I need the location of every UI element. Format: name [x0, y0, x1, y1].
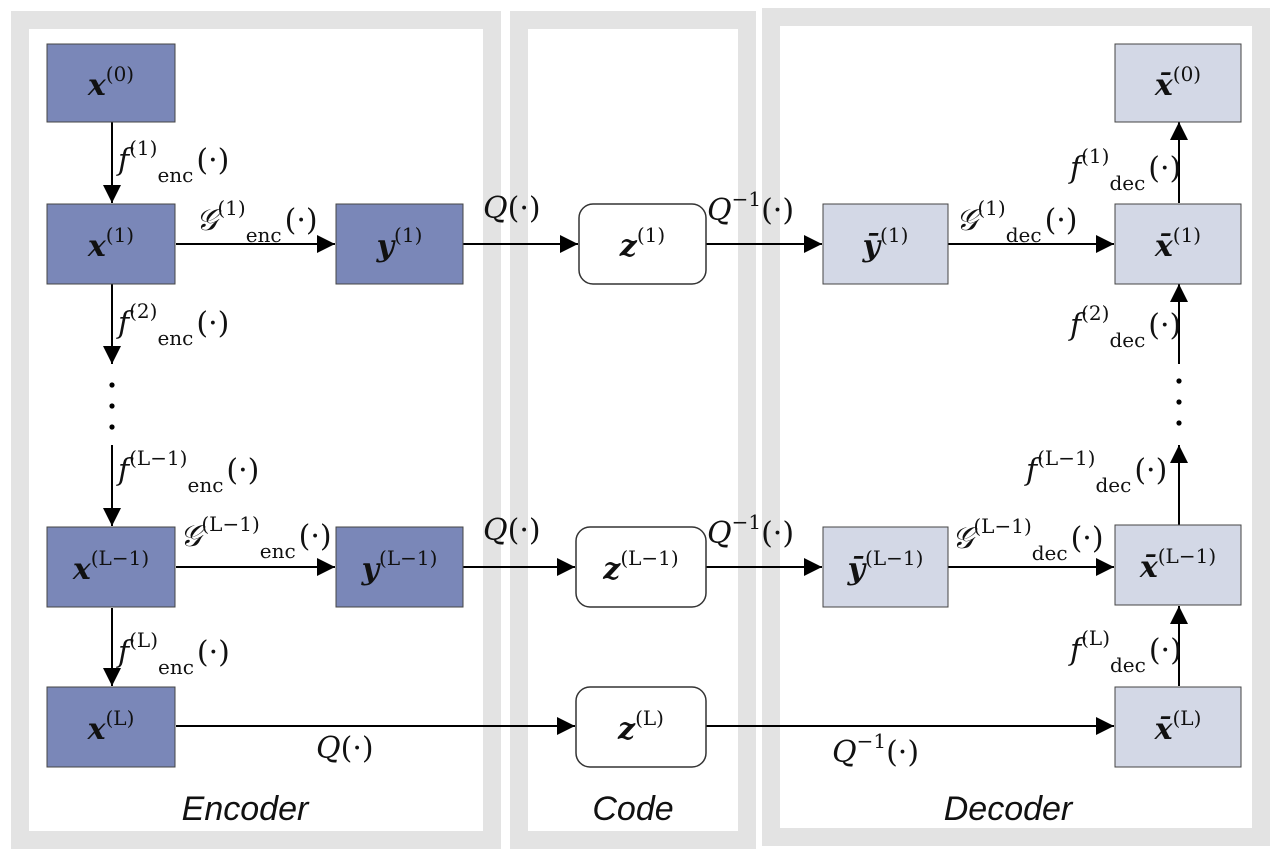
node-label-x1: x(1) [87, 223, 134, 264]
encoder-ellipsis [109, 382, 115, 430]
encoder-title: Encoder [182, 790, 310, 828]
node-label-xLm1: x(L−1) [72, 546, 149, 587]
node-label-z1: z(1) [619, 223, 665, 264]
node-zL: z(L) [575, 686, 707, 768]
node-xbar0: x̄(0) [1114, 43, 1242, 123]
node-xL: x(L) [46, 686, 176, 768]
node-label-y1: y(1) [376, 223, 423, 264]
node-z1: z(1) [578, 203, 707, 285]
node-label-xL: x(L) [87, 706, 135, 747]
node-xbarLm1: x̄(L−1) [1114, 524, 1242, 606]
node-yLm1: y(L−1) [335, 526, 464, 608]
node-label-xbar0: x̄(0) [1154, 62, 1201, 103]
edge-label-f-dec-L: f(L)dec(·) [1068, 626, 1182, 677]
node-x1: x(1) [46, 203, 176, 285]
node-label-ybar1: ȳ(1) [862, 223, 909, 264]
edge-label-qinv-Lm1: Q−1(·) [707, 510, 794, 551]
node-y1: y(1) [335, 203, 464, 285]
node-xLm1: x(L−1) [46, 526, 176, 608]
edge-label-f-dec-2: f(2)dec(·) [1068, 301, 1181, 352]
edge-label-qinv-1: Q−1(·) [707, 187, 794, 228]
node-label-xbar1: x̄(1) [1154, 223, 1201, 264]
decoder-title: Decoder [944, 790, 1074, 828]
edge-label-f-dec-Lm1: f(L−1)dec(·) [1024, 446, 1167, 497]
node-ybarLm1: ȳ(L−1) [822, 526, 949, 608]
node-label-x0: x(0) [87, 62, 134, 103]
node-label-xbarL: x̄(L) [1154, 706, 1202, 747]
node-label-yLm1: y(L−1) [361, 546, 438, 587]
edge-label-f-enc-1: f(1)enc(·) [116, 136, 229, 187]
node-label-xbarLm1: x̄(L−1) [1139, 544, 1216, 585]
edge-label-g-enc-1: 𝒢(1)enc(·) [196, 196, 318, 247]
edge-label-qinv-L: Q−1(·) [832, 729, 919, 770]
node-label-ybarLm1: ȳ(L−1) [847, 546, 924, 587]
edge-label-q-1: Q(·) [483, 191, 541, 226]
node-xbarL: x̄(L) [1114, 686, 1242, 768]
node-ybar1: ȳ(1) [822, 203, 949, 285]
node-x0: x(0) [46, 43, 176, 123]
node-label-zL: z(L) [617, 706, 664, 747]
node-xbar1: x̄(1) [1114, 203, 1242, 285]
code-title: Code [592, 790, 673, 828]
edge-label-g-enc-Lm1: 𝒢(L−1)enc(·) [180, 512, 332, 563]
edge-label-q-Lm1: Q(·) [483, 513, 541, 548]
node-label-zLm1: z(L−1) [602, 546, 678, 587]
node-zLm1: z(L−1) [575, 526, 707, 608]
edge-label-f-enc-Lm1: f(L−1)enc(·) [116, 446, 259, 497]
decoder-ellipsis [1176, 378, 1182, 426]
edge-label-q-L: Q(·) [316, 731, 374, 766]
